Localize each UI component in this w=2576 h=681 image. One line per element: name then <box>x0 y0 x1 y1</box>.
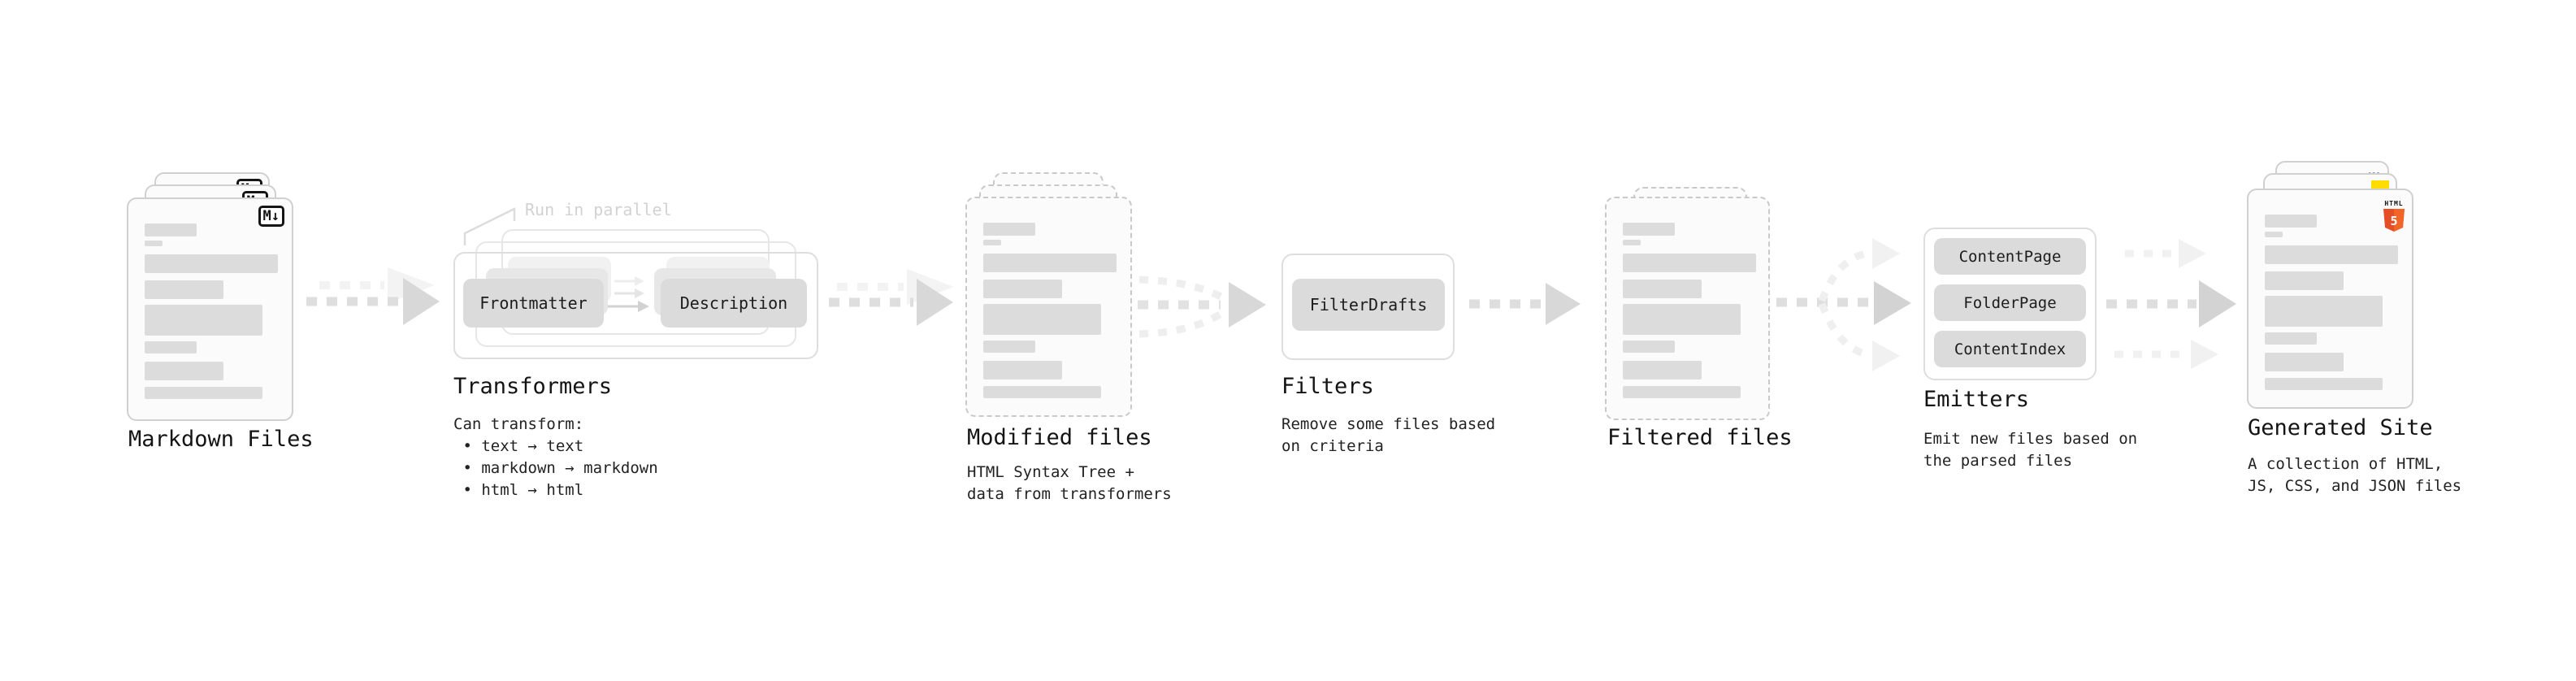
transformer-frame-front <box>453 252 818 359</box>
arrow-transformers-to-modified <box>829 269 954 326</box>
stage-label-modified-files: Modified files <box>967 425 1152 450</box>
transformer-box-frontmatter: Frontmatter <box>463 279 604 327</box>
transformers-details: Can transform: • text → text • markdown … <box>453 415 658 499</box>
skeleton-line <box>145 362 223 380</box>
skeleton-line <box>983 280 1062 298</box>
skeleton-line <box>1623 240 1641 245</box>
skeleton-line <box>2265 378 2383 390</box>
skeleton-line <box>983 340 1035 353</box>
markdown-icon: M↓ <box>258 206 284 227</box>
skeleton-line <box>1623 280 1702 298</box>
skeleton-line <box>1623 340 1675 353</box>
skeleton-line <box>2265 296 2383 327</box>
skeleton-line <box>1623 254 1756 272</box>
arrow-markdown-to-transformers <box>306 267 440 325</box>
arrow-filtered-to-emitters <box>1776 238 1911 371</box>
skeleton-line <box>983 361 1062 380</box>
skeleton-line <box>145 254 278 273</box>
skeleton-line <box>1623 304 1741 335</box>
skeleton-line <box>983 254 1117 272</box>
arrow-modified-to-filters <box>1138 275 1266 338</box>
run-in-parallel-note: Run in parallel <box>525 200 672 219</box>
skeleton-line <box>1623 223 1675 236</box>
skeleton-line <box>145 305 262 336</box>
emitters-details: Emit new files based on the parsed files <box>1923 430 2138 470</box>
skeleton-line <box>145 280 223 299</box>
stage-label-filtered-files: Filtered files <box>1607 425 1793 450</box>
javascript-icon <box>2371 180 2389 191</box>
skeleton-line <box>2265 232 2283 237</box>
skeleton-line <box>2265 215 2317 228</box>
stage-label-markdown-files: Markdown Files <box>128 427 314 452</box>
modified-files-details: HTML Syntax Tree + data from transformer… <box>967 463 1172 503</box>
skeleton-line <box>983 223 1035 236</box>
skeleton-line <box>983 240 1001 245</box>
skeleton-line <box>1623 386 1741 398</box>
site-file-card-html: HTML 5 <box>2247 189 2413 409</box>
emitter-box-contentpage: ContentPage <box>1934 238 2086 275</box>
emitter-box-folderpage: FolderPage <box>1934 284 2086 321</box>
skeleton-line <box>2265 353 2344 371</box>
skeleton-line <box>1623 361 1702 380</box>
filters-frame <box>1281 254 1455 360</box>
skeleton-line <box>983 304 1101 335</box>
skeleton-line <box>983 386 1101 398</box>
filtered-file-card-front <box>1605 197 1770 420</box>
filter-box-filterdrafts: FilterDrafts <box>1292 279 1445 331</box>
emitter-box-contentindex: ContentIndex <box>1934 331 2086 367</box>
stage-label-filters: Filters <box>1281 374 1374 399</box>
skeleton-line <box>145 341 197 354</box>
skeleton-line <box>145 223 197 236</box>
skeleton-line <box>2265 332 2317 345</box>
stage-label-emitters: Emitters <box>1923 387 2030 412</box>
generated-site-details: A collection of HTML, JS, CSS, and JSON … <box>2248 455 2462 495</box>
arrow-filters-to-filtered <box>1469 283 1581 325</box>
skeleton-line <box>2265 245 2398 264</box>
skeleton-line <box>145 241 163 246</box>
html5-icon: HTML 5 <box>2383 193 2405 235</box>
filters-details: Remove some files based on criteria <box>1281 415 1496 455</box>
stage-label-generated-site: Generated Site <box>2248 415 2433 440</box>
modified-file-card-front <box>965 197 1132 417</box>
html5-shield: 5 <box>2383 209 2405 232</box>
svg-text:5: 5 <box>2390 214 2397 228</box>
arrow-emitters-to-site <box>2106 239 2236 369</box>
stage-label-transformers: Transformers <box>453 374 613 399</box>
skeleton-line <box>2265 271 2344 290</box>
transformer-box-description: Description <box>661 279 807 327</box>
emitters-frame <box>1923 228 2097 380</box>
skeleton-line <box>145 387 262 399</box>
markdown-file-card-front: M↓ <box>127 197 293 421</box>
